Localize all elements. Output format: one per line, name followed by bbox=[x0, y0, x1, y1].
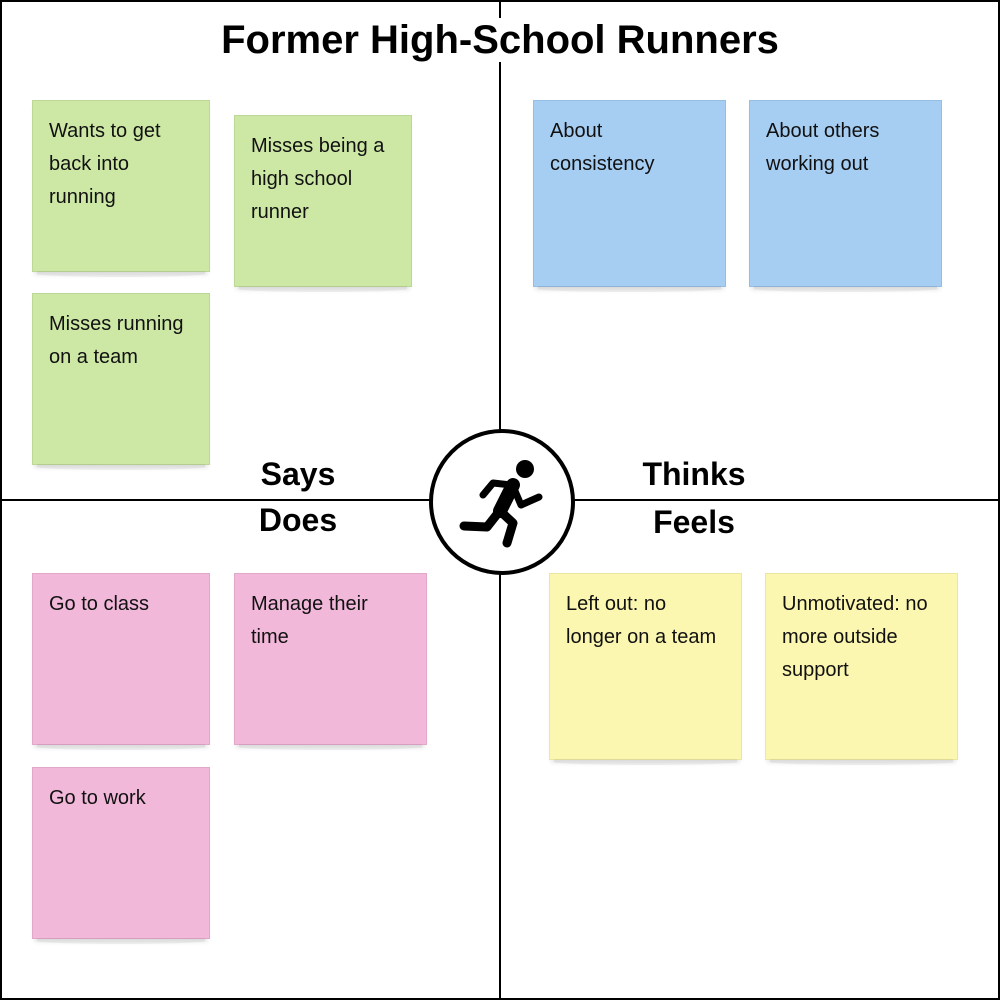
quadrant-label-says: Says bbox=[260, 456, 336, 492]
running-person-icon bbox=[459, 460, 543, 548]
sticky-note-says-2[interactable]: Misses being a high school runner bbox=[234, 115, 412, 292]
sticky-note-feels-2[interactable]: Unmotivated: no more outside support bbox=[765, 573, 958, 765]
sticky-note-feels-1[interactable]: Left out: no longer on a team bbox=[549, 573, 742, 765]
sticky-note-does-1[interactable]: Go to class bbox=[32, 573, 210, 750]
sticky-note-thinks-2[interactable]: About others working out bbox=[749, 100, 942, 292]
sticky-note-says-1[interactable]: Wants to get back into running bbox=[32, 100, 210, 277]
center-circle bbox=[429, 429, 575, 575]
sticky-note-does-2[interactable]: Manage their time bbox=[234, 573, 427, 750]
quadrant-label-does: Does bbox=[258, 502, 338, 538]
page-title: Former High-School Runners bbox=[2, 18, 998, 63]
quadrant-label-feels: Feels bbox=[653, 504, 735, 540]
sticky-note-thinks-1[interactable]: About consistency bbox=[533, 100, 726, 292]
quadrant-label-thinks: Thinks bbox=[642, 456, 746, 492]
sticky-note-does-3[interactable]: Go to work bbox=[32, 767, 210, 944]
sticky-note-says-3[interactable]: Misses running on a team bbox=[32, 293, 210, 470]
